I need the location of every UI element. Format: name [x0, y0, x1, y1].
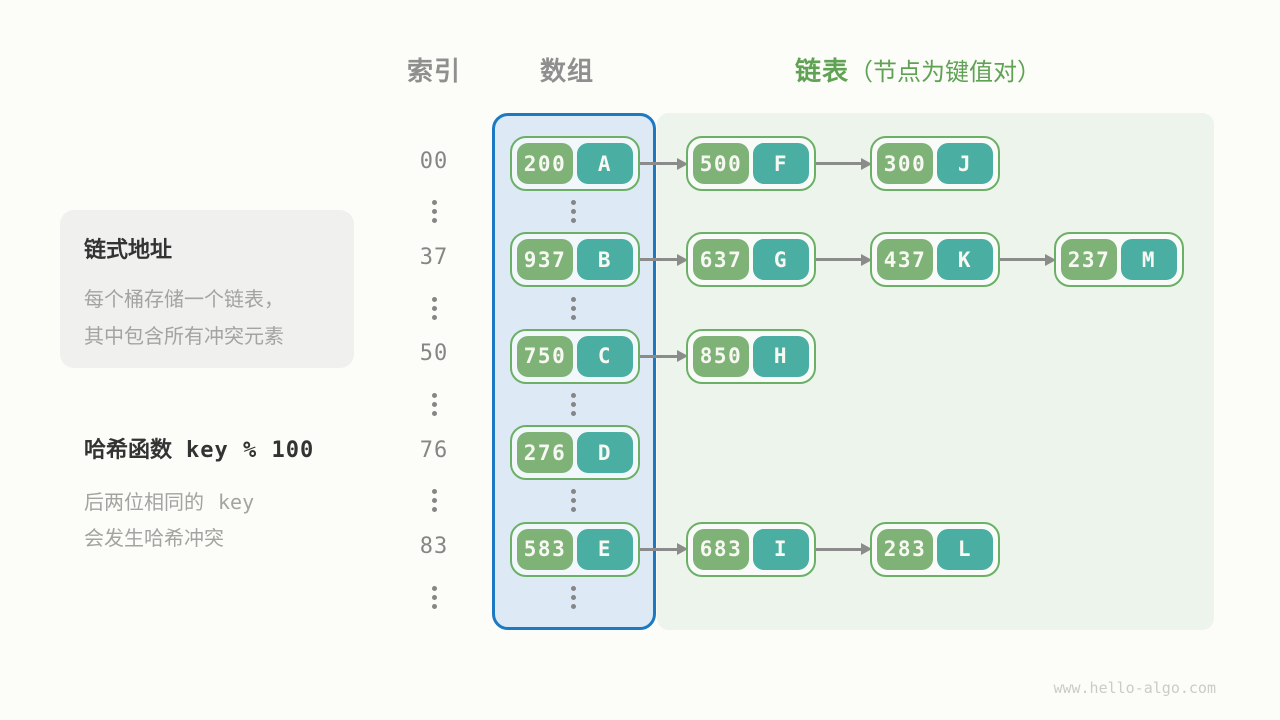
next-pointer-arrow [638, 253, 688, 266]
node-key: 683 [693, 528, 749, 570]
hash-function-formula: key % 100 [186, 438, 315, 463]
node-value: J [937, 143, 993, 184]
chaining-note-title: 链式地址 [84, 237, 173, 262]
next-pointer-arrow [638, 543, 688, 556]
node-value: L [937, 528, 993, 570]
array-column-header: 数组 [539, 56, 595, 86]
node-key: 850 [693, 335, 749, 377]
node-value: B [577, 239, 633, 281]
bucket-index: 00 [419, 148, 449, 174]
ellipsis-dots [570, 393, 576, 416]
node-value: F [753, 143, 809, 184]
node-value: H [753, 335, 809, 377]
hash-note-line1-text: 后两位相同的 [84, 492, 204, 514]
ellipsis-dots [431, 585, 437, 609]
list-column-header: 链表 （节点为键值对） [795, 51, 1041, 88]
node-value: G [753, 239, 809, 281]
next-pointer-arrow [814, 157, 872, 170]
node-key: 637 [693, 239, 749, 281]
hash-note-line2: 会发生哈希冲突 [84, 528, 224, 550]
index-column-header: 索引 [406, 56, 462, 86]
watermark: www.hello-algo.com [1053, 679, 1216, 697]
node-key: 276 [517, 432, 573, 474]
node-key: 283 [877, 528, 933, 570]
node-value: C [577, 335, 633, 377]
bucket-index: 37 [419, 244, 449, 270]
node-key: 750 [517, 335, 573, 377]
chaining-note-line2: 其中包含所有冲突元素 [84, 326, 284, 348]
node-key: 437 [877, 239, 933, 281]
hash-function-title: 哈希函数 key % 100 [84, 432, 314, 464]
chaining-note-line1: 每个桶存储一个链表， [84, 289, 284, 311]
chaining-note-box: 链式地址 每个桶存储一个链表， 其中包含所有冲突元素 [60, 210, 354, 368]
node-value: D [577, 432, 633, 474]
ellipsis-dots [570, 296, 576, 320]
next-pointer-arrow [998, 253, 1056, 266]
bucket-index: 83 [419, 534, 449, 560]
ellipsis-dots [570, 200, 576, 224]
node-key: 500 [693, 143, 749, 184]
ellipsis-dots [570, 585, 576, 609]
next-pointer-arrow [814, 253, 872, 266]
bucket-index: 76 [419, 437, 449, 463]
bucket-index: 50 [419, 341, 449, 367]
next-pointer-arrow [638, 157, 688, 170]
node-key: 300 [877, 143, 933, 184]
ellipsis-dots [431, 296, 437, 320]
list-header-note: （节点为键值对） [849, 59, 1042, 86]
hash-note-line1-code: key [218, 490, 255, 514]
node-value: K [937, 239, 993, 281]
node-value: I [753, 528, 809, 570]
node-key: 937 [517, 239, 573, 281]
node-key: 200 [517, 143, 573, 184]
list-header-label: 链表 [795, 56, 850, 86]
next-pointer-arrow [638, 350, 688, 363]
node-key: 583 [517, 528, 573, 570]
ellipsis-dots [570, 489, 576, 513]
node-value: A [577, 143, 633, 184]
node-value: M [1121, 239, 1177, 281]
ellipsis-dots [431, 200, 437, 224]
next-pointer-arrow [814, 543, 872, 556]
hash-note-line1: 后两位相同的 key [84, 484, 314, 521]
hash-function-title-text: 哈希函数 [84, 437, 173, 462]
node-key: 237 [1061, 239, 1117, 281]
hash-function-note: 哈希函数 key % 100 后两位相同的 key 会发生哈希冲突 [84, 432, 314, 557]
ellipsis-dots [431, 489, 437, 513]
node-value: E [577, 528, 633, 570]
ellipsis-dots [431, 393, 437, 416]
